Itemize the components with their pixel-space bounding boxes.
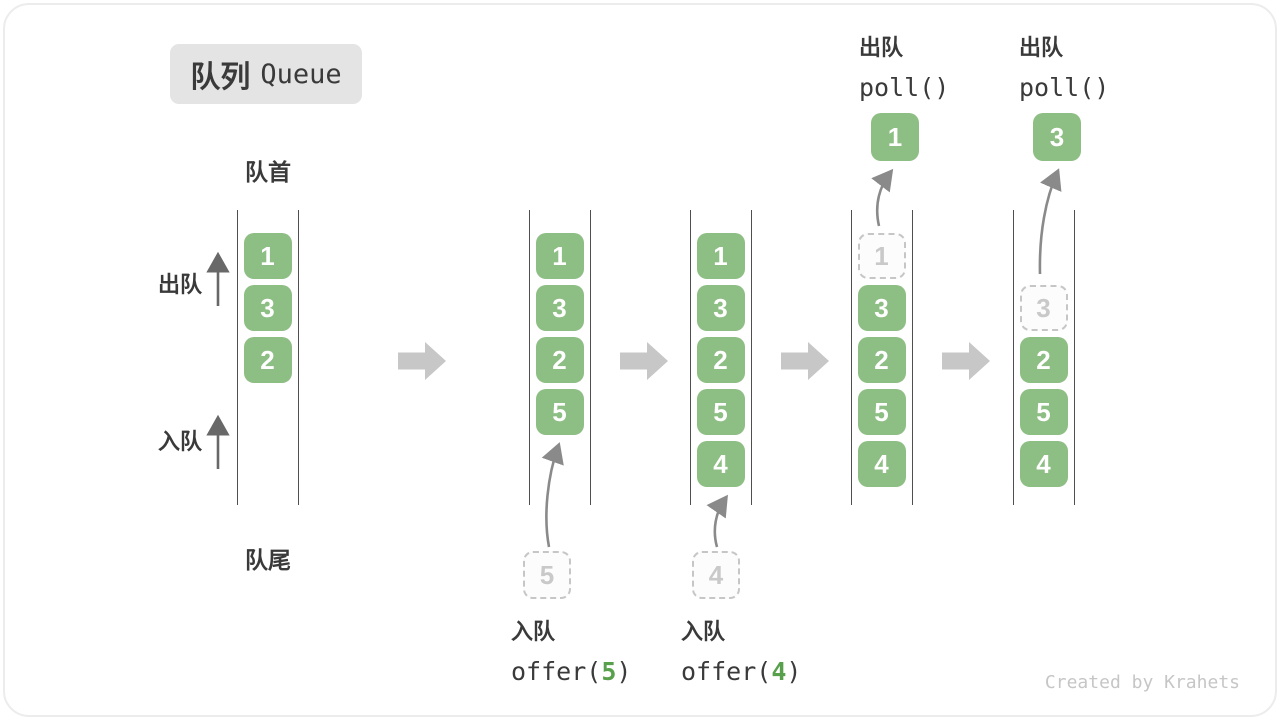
queue-element-box: 3 bbox=[696, 285, 745, 331]
queue-element-box: 5 bbox=[1019, 389, 1068, 435]
queue-element-box: 5 bbox=[857, 389, 906, 435]
op-enqueue-offer4: 入队 offer(4) bbox=[681, 614, 801, 686]
queue-element-box: 1 bbox=[696, 233, 745, 279]
queue-element-box: 1 bbox=[535, 233, 584, 279]
queue-element-box: 4 bbox=[1019, 441, 1068, 487]
polled-element-box: 3 bbox=[1033, 113, 1081, 161]
enqueue-side-label: 入队 bbox=[158, 429, 203, 454]
queue-element-box: 2 bbox=[696, 337, 745, 383]
queue-rear-label: 队尾 bbox=[245, 547, 291, 573]
queue-element-box: 2 bbox=[857, 337, 906, 383]
code-fn: offer( bbox=[511, 657, 602, 686]
queue-state-1: 1 3 2 bbox=[237, 210, 299, 505]
queue-element-box: 2 bbox=[535, 337, 584, 383]
diagram-card bbox=[3, 3, 1277, 717]
queue-element-box: 1 bbox=[243, 233, 292, 279]
op-enqueue-zh: 入队 bbox=[511, 619, 556, 644]
op-dequeue-code: poll() bbox=[859, 73, 950, 102]
op-dequeue-poll-1: 出队 poll() bbox=[859, 30, 949, 102]
code-arg: 4 bbox=[771, 657, 787, 686]
title-zh: 队列 bbox=[190, 61, 251, 94]
watermark: Created by Krahets bbox=[1044, 672, 1240, 693]
op-enqueue-code: offer(4) bbox=[681, 657, 801, 686]
queue-element-box: 2 bbox=[243, 337, 292, 383]
op-enqueue-code: offer(5) bbox=[511, 657, 631, 686]
code-close: ) bbox=[616, 657, 632, 686]
code-fn: offer( bbox=[681, 657, 772, 686]
queue-element-box: 5 bbox=[696, 389, 745, 435]
op-dequeue-zh: 出队 bbox=[1019, 35, 1064, 60]
queue-element-box: 3 bbox=[243, 285, 292, 331]
queue-ghost-box: 3 bbox=[1019, 285, 1068, 331]
queue-state-2: 1 3 2 5 bbox=[529, 210, 591, 505]
code-close: ) bbox=[786, 657, 802, 686]
op-enqueue-offer5: 入队 offer(5) bbox=[511, 614, 631, 686]
queue-element-box: 4 bbox=[857, 441, 906, 487]
pending-element-box: 4 bbox=[692, 551, 740, 599]
queue-element-box: 4 bbox=[696, 441, 745, 487]
queue-element-box: 2 bbox=[1019, 337, 1068, 383]
queue-state-3: 1 3 2 5 4 bbox=[690, 210, 752, 505]
op-dequeue-code: poll() bbox=[1019, 73, 1110, 102]
dequeue-side-label: 出队 bbox=[158, 272, 203, 297]
code-arg: 5 bbox=[601, 657, 617, 686]
op-enqueue-zh: 入队 bbox=[681, 619, 726, 644]
op-dequeue-zh: 出队 bbox=[859, 35, 904, 60]
pending-element-box: 5 bbox=[523, 551, 571, 599]
title-badge: 队列 Queue bbox=[170, 44, 362, 104]
title-en: Queue bbox=[260, 58, 342, 90]
queue-element-box: 3 bbox=[535, 285, 584, 331]
queue-state-5: 3 2 5 4 bbox=[1013, 210, 1075, 505]
polled-element-box: 1 bbox=[871, 113, 919, 161]
queue-ghost-box: 1 bbox=[857, 233, 906, 279]
queue-front-label: 队首 bbox=[245, 159, 291, 185]
queue-state-4: 1 3 2 5 4 bbox=[851, 210, 913, 505]
queue-element-box: 3 bbox=[857, 285, 906, 331]
op-dequeue-poll-2: 出队 poll() bbox=[1019, 30, 1109, 102]
queue-element-box: 5 bbox=[535, 389, 584, 435]
